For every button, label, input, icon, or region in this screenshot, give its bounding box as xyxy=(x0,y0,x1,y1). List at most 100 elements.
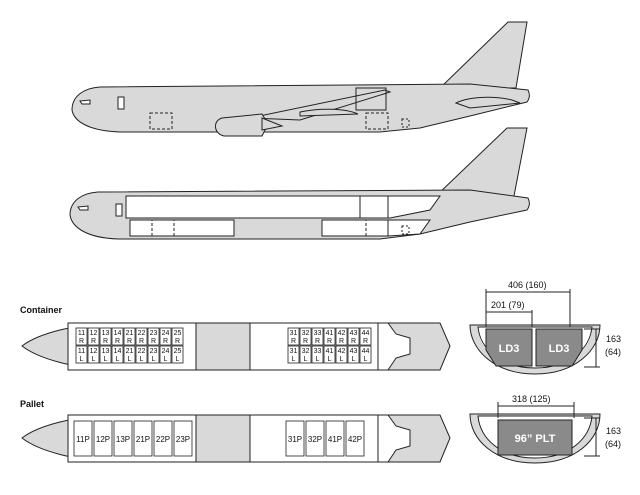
dim-height-in-label: (64) xyxy=(605,347,622,357)
pallet-position-box xyxy=(113,420,133,457)
container-position-side: R xyxy=(127,338,132,345)
container-position-side: L xyxy=(92,356,96,363)
container-position-side: R xyxy=(351,338,356,345)
container-position-label: 23 xyxy=(150,348,158,355)
container-position-side: R xyxy=(139,338,144,345)
container-position-side: R xyxy=(103,338,108,345)
container-position-box xyxy=(299,327,312,346)
container-cross-section xyxy=(469,289,601,375)
container-position-side: L xyxy=(352,356,356,363)
container-position-box xyxy=(99,345,112,364)
pallet-height-label: 163 xyxy=(606,426,622,436)
pallet-position-label: 22P xyxy=(156,435,170,444)
container-position-label: 33 xyxy=(314,348,322,355)
container-position-side: L xyxy=(364,356,368,363)
horizontal-stabilizer xyxy=(454,96,521,109)
container-position-side: R xyxy=(291,338,296,345)
container-position-box xyxy=(323,327,336,346)
container-position-side: R xyxy=(339,338,344,345)
container-position-box xyxy=(335,345,348,364)
container-position-box xyxy=(311,327,324,346)
pallet-position-box xyxy=(325,420,345,457)
container-position-box xyxy=(159,327,172,346)
container-position-box xyxy=(147,345,160,364)
pallet-label: 96” PLT xyxy=(515,433,556,445)
container-position-label: 25 xyxy=(174,348,182,355)
container-position-side: R xyxy=(175,338,180,345)
container-position-label: 21 xyxy=(126,348,134,355)
vertical-tail xyxy=(438,21,528,89)
aircraft-side-cutaway xyxy=(69,127,530,240)
container-position-side: R xyxy=(315,338,320,345)
container-position-label: 14 xyxy=(114,330,122,337)
pallet-position-label: 41P xyxy=(328,435,342,444)
lower-aft-door-2 xyxy=(365,219,389,237)
pallet-position-box xyxy=(345,420,365,457)
container-position-label: 33 xyxy=(314,330,322,337)
bulk-cargo-door xyxy=(401,118,410,128)
container-position-box xyxy=(111,345,124,364)
pallet-position-label: 32P xyxy=(308,435,322,444)
container-position-box xyxy=(147,327,160,346)
container-position-label: 12 xyxy=(90,348,98,355)
container-position-label: 23 xyxy=(150,330,158,337)
container-position-box xyxy=(347,345,360,364)
container-position-box xyxy=(135,327,148,346)
container-position-box xyxy=(359,327,372,346)
container-position-box xyxy=(287,327,300,346)
pallet-position-label: 12P xyxy=(96,435,110,444)
pallet-position-box xyxy=(173,420,193,457)
container-position-label: 44 xyxy=(362,348,370,355)
pallet-cross-section xyxy=(469,402,601,464)
container-position-label: 42 xyxy=(338,348,346,355)
container-position-label: 22 xyxy=(138,330,146,337)
dim-ld3-width-label: 201 (79) xyxy=(491,300,525,310)
cockpit-window-2 xyxy=(77,205,89,211)
container-position-side: L xyxy=(328,356,332,363)
forward-door xyxy=(117,96,125,110)
container-position-box xyxy=(287,345,300,364)
pallet-position-label: 31P xyxy=(288,435,302,444)
container-position-box xyxy=(171,327,184,346)
container-position-label: 32 xyxy=(302,348,310,355)
container-position-side: L xyxy=(340,356,344,363)
wing xyxy=(249,89,392,121)
ld3-left xyxy=(485,328,533,367)
container-position-side: L xyxy=(116,356,120,363)
container-position-side: L xyxy=(80,356,84,363)
pallet-position-label: 42P xyxy=(348,435,362,444)
ld3-right-label: LD3 xyxy=(549,343,570,355)
container-position-side: L xyxy=(128,356,132,363)
container-position-label: 31 xyxy=(290,330,298,337)
container-position-box xyxy=(171,345,184,364)
container-position-label: 22 xyxy=(138,348,146,355)
container-position-box xyxy=(75,327,88,346)
pallet-position-box xyxy=(285,420,305,457)
container-position-label: 41 xyxy=(326,330,334,337)
container-position-label: 11 xyxy=(78,348,85,355)
container-bulk-area xyxy=(377,322,411,371)
dim-height-label: 163 xyxy=(606,334,622,344)
cockpit-window xyxy=(79,99,91,105)
container-position-label: 13 xyxy=(102,348,110,355)
pallet-position-label: 23P xyxy=(176,435,190,444)
container-position-label: 42 xyxy=(338,330,346,337)
container-position-side: L xyxy=(140,356,144,363)
lower-forward-door-2 xyxy=(151,219,175,237)
lower-aft-cargo-door xyxy=(365,112,389,130)
container-position-box xyxy=(123,345,136,364)
container-position-label: 32 xyxy=(302,330,310,337)
container-position-box xyxy=(299,345,312,364)
pallet-position-label: 21P xyxy=(136,435,150,444)
container-position-side: L xyxy=(292,356,296,363)
pallet-96 xyxy=(497,419,573,456)
container-position-box xyxy=(75,345,88,364)
container-position-box xyxy=(347,327,360,346)
container-position-side: R xyxy=(363,338,368,345)
container-position-box xyxy=(359,345,372,364)
container-position-side: R xyxy=(303,338,308,345)
container-position-side: L xyxy=(304,356,308,363)
